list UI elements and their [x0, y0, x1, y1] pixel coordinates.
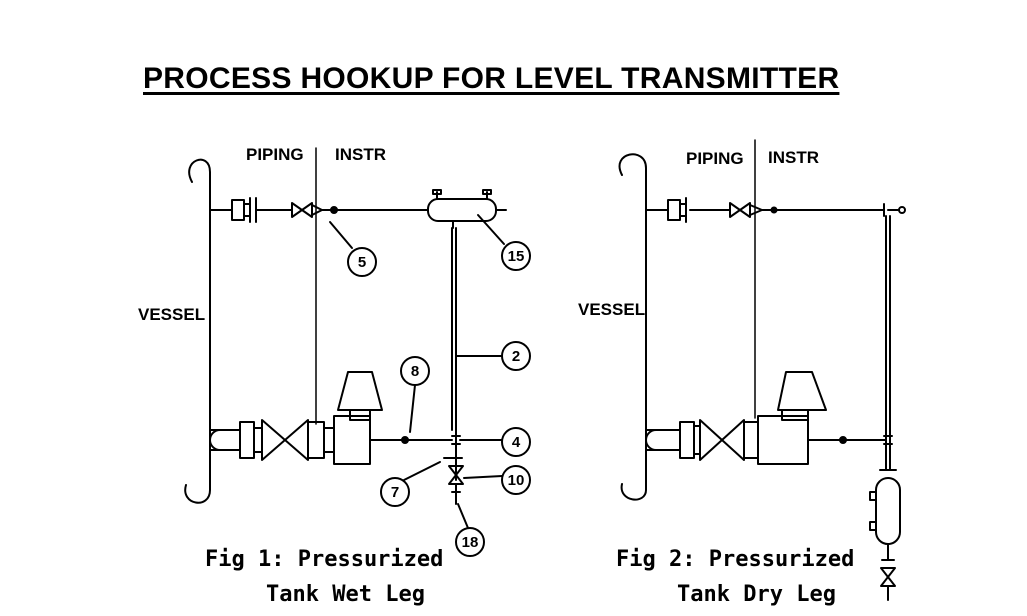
- fig1-callout-circle: [501, 341, 531, 371]
- fig2-piping-label: PIPING: [686, 149, 744, 168]
- fig1-callout-8: 8: [411, 363, 419, 380]
- fig2-vessel-wall: [618, 153, 647, 501]
- fig1-drain-valve: [448, 465, 464, 485]
- fig1-transmitter-head: [337, 371, 383, 411]
- fig1-condensate-pot: [427, 198, 497, 222]
- fig2-transmitter-body: [757, 415, 809, 465]
- fig1-callout-circle: [400, 356, 430, 386]
- fig2-instr-label: INSTR: [768, 148, 819, 167]
- fig1-diagram: [184, 147, 531, 557]
- page-title: PROCESS HOOKUP FOR LEVEL TRANSMITTER: [143, 62, 840, 95]
- fig1-upper-valve: [291, 202, 313, 218]
- fig1-lower-valve: [261, 419, 309, 461]
- fig2-transmitter-head: [777, 371, 827, 411]
- fig1-instr-label: INSTR: [335, 145, 386, 164]
- fig1-callout-circle: [347, 247, 377, 277]
- fig1-lower-flange: [239, 421, 255, 459]
- fig1-callout-circle: [501, 465, 531, 495]
- fig1-callout-18: 18: [462, 534, 479, 551]
- fig2-caption-line1: Fig 2: Pressurized: [616, 547, 855, 572]
- fig1-callout-7: 7: [391, 484, 399, 501]
- fig1-callout-circle: [501, 427, 531, 457]
- fig1-caption-line1: Fig 1: Pressurized: [205, 547, 444, 572]
- fig1-piping-label: PIPING: [246, 145, 304, 164]
- fig1-callout-5: 5: [358, 254, 366, 271]
- fig1-callout-circle: [501, 241, 531, 271]
- fig1-callout-15: 15: [508, 248, 525, 265]
- fig1-callout-circle: [455, 527, 485, 557]
- fig1-callout-4: 4: [512, 434, 521, 451]
- fig2-vessel-label: VESSEL: [578, 300, 646, 319]
- fig1-transmitter-body: [333, 415, 371, 465]
- fig1-callout-circle: [380, 477, 410, 507]
- fig1-vessel-wall: [184, 158, 211, 504]
- fig2-diagram: [618, 139, 906, 601]
- fig1-callout-10: 10: [508, 472, 525, 489]
- fig1-callout-2: 2: [512, 348, 520, 365]
- fig1-caption-line2: Tank Wet Leg: [266, 582, 425, 607]
- fig1-upper-flange: [231, 199, 245, 221]
- fig2-upper-valve: [729, 202, 751, 218]
- fig1-vessel-label: VESSEL: [138, 305, 206, 324]
- fig2-drain-valve: [880, 567, 896, 587]
- fig2-sediment-pot: [875, 477, 901, 545]
- fig2-lower-valve: [699, 419, 745, 461]
- fig2-caption-line2: Tank Dry Leg: [677, 582, 836, 607]
